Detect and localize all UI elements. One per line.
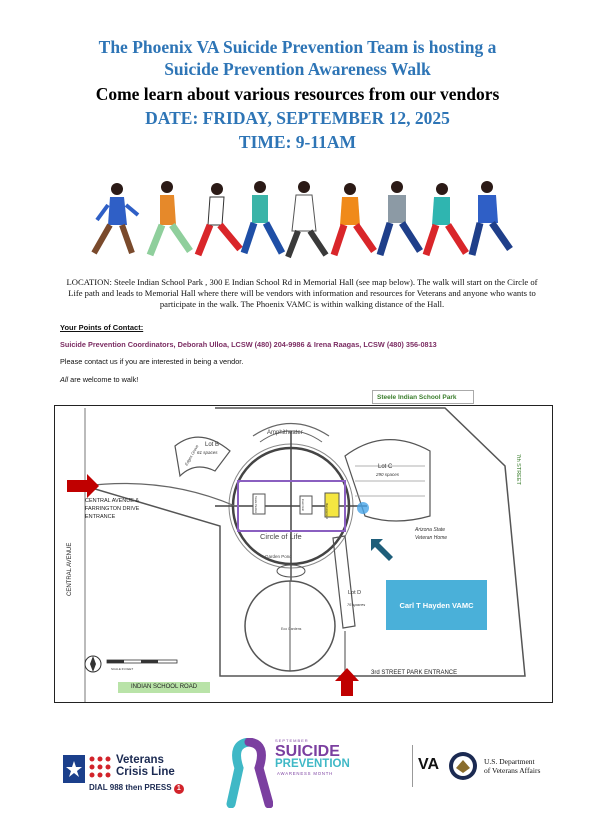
third-street-entrance-arrow bbox=[335, 668, 359, 696]
eco-garden-label: Eco Gardens bbox=[281, 627, 302, 631]
amphitheater-arc bbox=[252, 422, 330, 437]
lot-c-spaces: 290 spaces bbox=[375, 472, 400, 477]
walker-figure bbox=[285, 181, 329, 259]
vendor-tagline: Come learn about various resources from … bbox=[95, 84, 500, 104]
third-street-label: 3rd STREET PARK ENTRANCE bbox=[371, 670, 457, 676]
event-title: The Phoenix VA Suicide Prevention Team i… bbox=[0, 36, 595, 80]
location-paragraph: LOCATION: Steele Indian School Park , 30… bbox=[66, 277, 538, 309]
walker-figure bbox=[240, 181, 286, 255]
dots-grid-icon bbox=[89, 756, 111, 778]
vamc-label-box: Carl T Hayden VAMC bbox=[386, 580, 487, 630]
flag-star-icon bbox=[63, 755, 85, 783]
sp-suicide: SUICIDE bbox=[275, 743, 340, 760]
va-seal-icon bbox=[449, 752, 477, 780]
park-map: Amphitheater Lot B 61 spaces Lot C 290 s… bbox=[54, 405, 553, 703]
vcl-text-1: Veterans bbox=[116, 754, 164, 766]
seventh-street-label: 7th STREET bbox=[515, 454, 521, 486]
location-marker bbox=[357, 502, 369, 514]
park-name-label: Steele Indian School Park bbox=[372, 390, 474, 404]
park-map-drawing: Amphitheater Lot B 61 spaces Lot C 290 s… bbox=[67, 407, 526, 702]
lot-c bbox=[344, 439, 431, 522]
memorial-hall bbox=[324, 492, 340, 518]
sp-september: SEPTEMBER bbox=[275, 738, 309, 743]
contacts-heading: Your Points of Contact: bbox=[60, 323, 144, 332]
vcl-dial-line: DIAL 988 then PRESS 1 bbox=[89, 783, 184, 794]
walker-figure bbox=[330, 183, 377, 257]
central-entrance-arrow bbox=[67, 474, 99, 498]
welcome-emphasis: All bbox=[60, 375, 69, 384]
asu-label-line1: Arizona State bbox=[414, 527, 445, 533]
awareness-ribbon-icon bbox=[226, 738, 273, 808]
memorial-hall-label: Memorial Hall bbox=[325, 503, 329, 519]
event-hall-label: Event Hall bbox=[301, 499, 305, 511]
lot-d-spaces: 76 spaces bbox=[347, 602, 365, 607]
amphitheater-label: Amphitheater bbox=[267, 430, 303, 436]
va-dept-line2: of Veterans Affairs bbox=[484, 766, 541, 775]
walker-figure bbox=[146, 181, 193, 257]
va-dept-text: U.S. Department of Veterans Affairs bbox=[484, 757, 540, 775]
lot-c-label: Lot C bbox=[378, 464, 393, 470]
walker-figure bbox=[91, 183, 140, 255]
press-one-badge: 1 bbox=[173, 784, 184, 794]
welcome-line: All are welcome to walk! bbox=[60, 375, 138, 384]
sp-awareness-month: AWARENESS MONTH bbox=[277, 771, 334, 776]
vamc-pointer-arrow bbox=[371, 539, 393, 561]
walker-figure bbox=[422, 183, 469, 257]
central-avenue-label: CENTRAL AVENUE bbox=[67, 543, 73, 596]
indian-school-road-label: INDIAN SCHOOL ROAD bbox=[118, 682, 210, 693]
lot-b-spaces: 61 spaces bbox=[197, 450, 218, 455]
walkers-illustration bbox=[91, 181, 513, 259]
lot-b-label: Lot B bbox=[205, 442, 219, 448]
asu-label-line2: Veteran Home bbox=[415, 535, 447, 541]
coordinators-line: Suicide Prevention Coordinators, Deborah… bbox=[60, 340, 437, 349]
lot-d-label: Lot D bbox=[348, 590, 361, 596]
walker-figure bbox=[468, 181, 513, 256]
lot-d bbox=[332, 535, 356, 629]
veterans-crisis-line-logo: Veterans Crisis Line DIAL 988 then PRESS… bbox=[63, 754, 203, 797]
vcl-text-2: Crisis Line bbox=[116, 766, 175, 778]
building-outline bbox=[237, 480, 346, 532]
event-date: DATE: FRIDAY, SEPTEMBER 12, 2025 bbox=[145, 108, 450, 128]
lot-b bbox=[174, 436, 231, 478]
va-dept-line1: U.S. Department bbox=[484, 757, 535, 766]
suicide-prevention-logo: SEPTEMBER SUICIDE PREVENTION AWARENESS M… bbox=[225, 738, 365, 808]
event-title-line1: The Phoenix VA Suicide Prevention Team i… bbox=[98, 37, 497, 57]
welcome-rest: are welcome to walk! bbox=[68, 375, 139, 384]
entrance-label-line2: FARRINGTON DRIVE bbox=[85, 506, 140, 512]
entrance-label-line1: CENTRAL AVENUE & bbox=[85, 498, 139, 504]
park-boundary bbox=[84, 407, 526, 677]
scale-label: SCALE IN FEET bbox=[111, 667, 133, 671]
vcl-dial-text: DIAL 988 then PRESS bbox=[89, 783, 172, 792]
garden-pond-label: Garden Pond bbox=[265, 554, 292, 559]
vendor-note: Please contact us if you are interested … bbox=[60, 357, 244, 366]
event-title-line2: Suicide Prevention Awareness Walk bbox=[164, 59, 431, 79]
event-time: TIME: 9-11AM bbox=[238, 132, 357, 152]
walker-figure bbox=[194, 183, 243, 257]
va-logo: VA U.S. Department of Veterans Affairs bbox=[412, 745, 562, 790]
event-hall bbox=[299, 495, 313, 515]
sp-prevention: PREVENTION bbox=[275, 758, 350, 770]
va-wordmark: VA bbox=[418, 756, 440, 773]
steele-pavilion-label: Steele Pavilion bbox=[254, 496, 258, 514]
walker-figure bbox=[376, 181, 423, 257]
logo-divider bbox=[412, 745, 413, 787]
circle-of-life-label: Circle of Life bbox=[260, 532, 302, 541]
steele-pavilion bbox=[252, 493, 266, 515]
entrance-label-line3: ENTRANCE bbox=[85, 514, 116, 520]
